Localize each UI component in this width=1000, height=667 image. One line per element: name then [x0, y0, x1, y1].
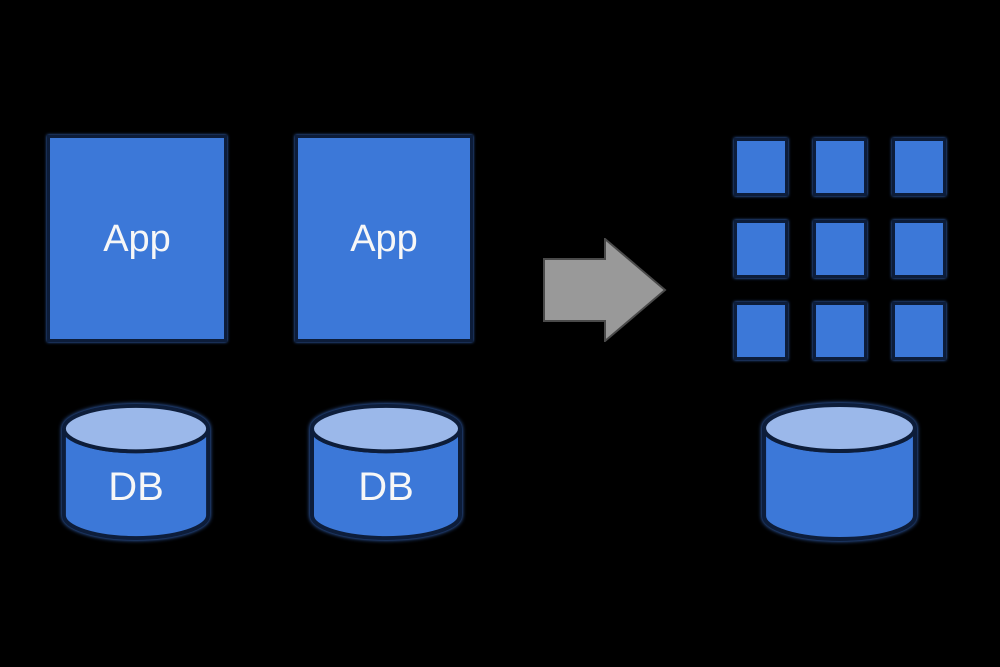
microservice-cell — [892, 220, 946, 278]
arrow-shape — [543, 238, 667, 342]
db-label-shared — [762, 432, 917, 542]
cylinder-top — [310, 403, 462, 454]
db-label-1: DB — [108, 464, 164, 509]
database-icon — [762, 403, 917, 541]
microservice-cell — [892, 138, 946, 196]
microservice-cell — [734, 138, 788, 196]
microservice-cell — [813, 138, 867, 196]
microservice-cell — [813, 220, 867, 278]
app-box-2: App — [295, 135, 473, 342]
microservice-cell — [734, 302, 788, 360]
microservices-grid — [734, 138, 946, 360]
microservice-cell — [892, 302, 946, 360]
app-box-1: App — [47, 135, 227, 342]
database-icon — [62, 403, 210, 540]
right-arrow-icon — [543, 238, 667, 342]
db-cylinder-2: DB — [310, 403, 462, 541]
db-label-2: DB — [358, 464, 414, 509]
app-label-2: App — [350, 217, 418, 260]
database-icon — [310, 403, 462, 540]
cylinder-top — [62, 403, 210, 454]
microservice-cell — [734, 220, 788, 278]
db-cylinder-shared — [762, 402, 917, 542]
db-cylinder-1: DB — [62, 403, 210, 541]
transform-arrow — [543, 238, 667, 342]
microservice-cell — [813, 302, 867, 360]
app-label-1: App — [103, 217, 171, 260]
cylinder-top — [762, 403, 917, 453]
